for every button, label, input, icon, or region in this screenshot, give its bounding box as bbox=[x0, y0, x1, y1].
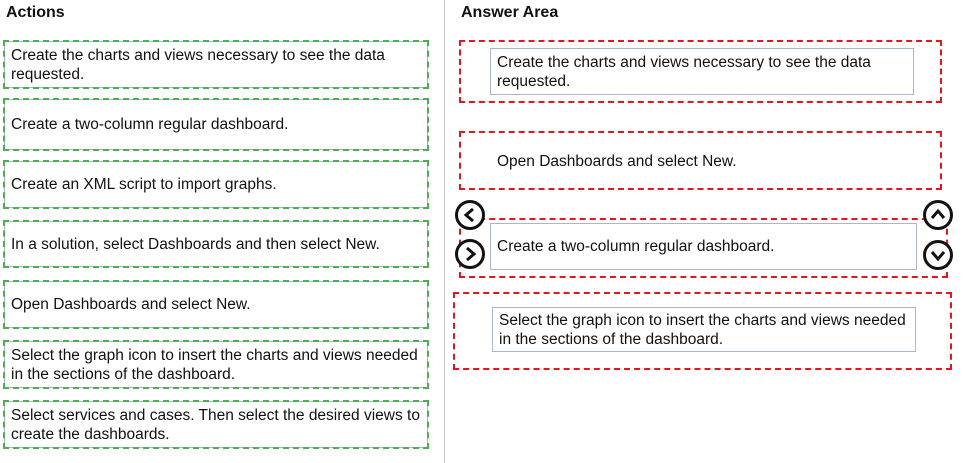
chevron-right-icon bbox=[466, 246, 477, 262]
actions-heading: Actions bbox=[6, 4, 65, 21]
answer-area-heading: Answer Area bbox=[461, 4, 559, 21]
answer-label: Create a two-column regular dashboard. bbox=[497, 238, 775, 255]
chevron-up-icon bbox=[930, 208, 946, 219]
answer-label: Select the graph icon to insert the char… bbox=[499, 311, 906, 348]
chevron-left-icon bbox=[463, 207, 474, 223]
action-item[interactable]: Create the charts and views necessary to… bbox=[3, 40, 429, 89]
action-label: Create a two-column regular dashboard. bbox=[11, 116, 289, 133]
answer-item[interactable]: Open Dashboards and select New. bbox=[490, 140, 914, 182]
action-label: Open Dashboards and select New. bbox=[11, 296, 251, 313]
divider bbox=[444, 0, 445, 463]
action-item[interactable]: Open Dashboards and select New. bbox=[3, 280, 429, 329]
action-item[interactable]: Create an XML script to import graphs. bbox=[3, 160, 429, 209]
action-label: Create the charts and views necessary to… bbox=[11, 46, 385, 83]
answer-item[interactable]: Create a two-column regular dashboard. bbox=[490, 223, 917, 270]
action-item[interactable]: Select the graph icon to insert the char… bbox=[3, 340, 429, 389]
move-down-button[interactable] bbox=[923, 240, 953, 270]
answer-label: Open Dashboards and select New. bbox=[497, 152, 737, 170]
action-label: In a solution, select Dashboards and the… bbox=[11, 235, 380, 253]
answer-label: Create the charts and views necessary to… bbox=[497, 53, 871, 90]
action-label: Select the graph icon to insert the char… bbox=[11, 346, 418, 383]
answer-item[interactable]: Create the charts and views necessary to… bbox=[490, 48, 914, 95]
move-up-button[interactable] bbox=[923, 200, 953, 230]
answer-slot-2[interactable] bbox=[459, 131, 942, 190]
move-left-button[interactable] bbox=[455, 200, 485, 230]
move-right-button[interactable] bbox=[455, 239, 485, 269]
action-item[interactable]: Select services and cases. Then select t… bbox=[3, 400, 429, 449]
answer-item[interactable]: Select the graph icon to insert the char… bbox=[492, 307, 916, 352]
chevron-down-icon bbox=[930, 251, 946, 262]
answer-slot-1[interactable] bbox=[459, 40, 942, 103]
action-item[interactable]: In a solution, select Dashboards and the… bbox=[3, 220, 429, 268]
action-label: Select services and cases. Then select t… bbox=[11, 406, 420, 443]
action-label: Create an XML script to import graphs. bbox=[11, 176, 277, 193]
answer-slot-4[interactable] bbox=[453, 292, 952, 370]
action-item[interactable]: Create a two-column regular dashboard. bbox=[3, 98, 429, 151]
